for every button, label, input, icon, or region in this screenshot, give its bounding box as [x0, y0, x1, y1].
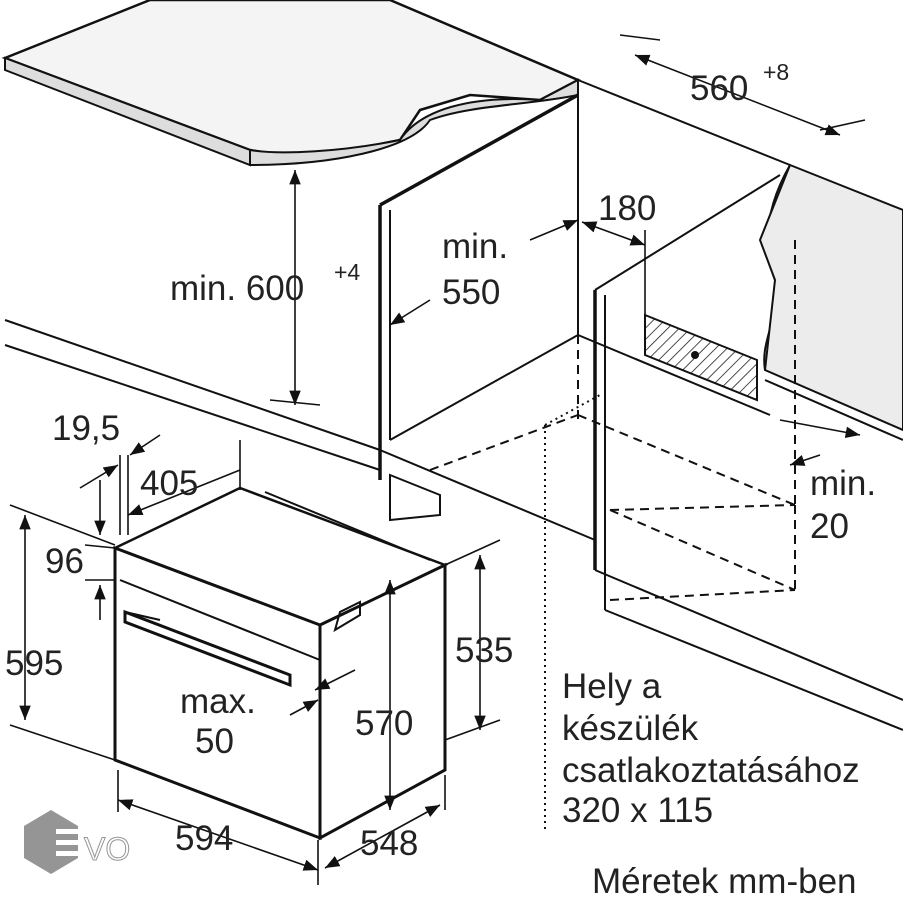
niche-height-label: min. 600 [170, 269, 304, 308]
dimension-lines [9, 34, 866, 885]
niche-width-label: 560 [690, 69, 748, 108]
depth-label: 548 [360, 824, 418, 863]
top-offset-label: 96 [45, 542, 84, 581]
depth-min-label-2: 550 [442, 273, 500, 312]
handle-depth-label: 405 [140, 464, 198, 503]
front-offset-label: 19,5 [52, 409, 120, 448]
vent-label: 180 [598, 189, 656, 228]
handle-max-label-1: max. [180, 682, 256, 721]
connection-note-line2: készülék [562, 709, 699, 748]
niche-height-tolerance: +4 [334, 259, 360, 285]
countertop [1, 0, 581, 167]
oven [111, 486, 449, 841]
hidden-lines [429, 240, 796, 830]
connection-note-line4: 320 x 115 [562, 791, 713, 830]
units-note: Méretek mm-ben [592, 862, 857, 900]
gap-label-2: 20 [810, 507, 849, 546]
connection-area [644, 313, 758, 402]
handle-max-label-2: 50 [195, 722, 234, 761]
dimension-labels: 560 +8 min. 600 +4 min. 550 180 min. 20 … [5, 59, 876, 863]
connection-note: Hely a készülék csatlakoztatásához 320 x… [562, 667, 860, 830]
svg-text:VO: VO [84, 831, 130, 867]
inner-height-label: 570 [355, 704, 413, 743]
gap-label-1: min. [810, 464, 876, 503]
evo-logo: VO [24, 810, 131, 874]
width-label: 594 [175, 819, 233, 858]
niche-width-tolerance: +8 [763, 59, 789, 85]
depth-min-label-1: min. [442, 227, 508, 266]
front-height-label: 595 [5, 644, 63, 683]
connection-note-line1: Hely a [562, 667, 662, 706]
connection-note-line3: csatlakoztatásához [562, 751, 860, 790]
body-height-label: 535 [455, 631, 513, 670]
